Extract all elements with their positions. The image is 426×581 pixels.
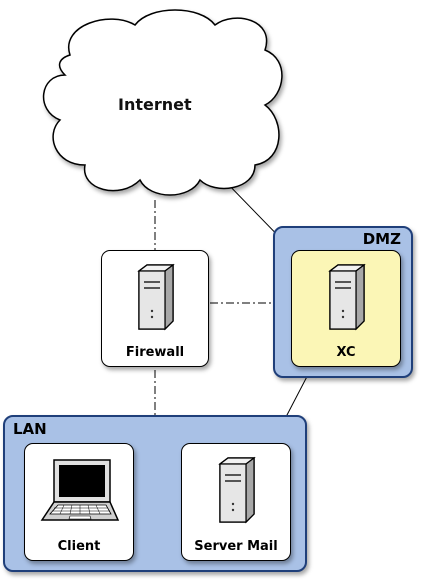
xc-label: XC [336, 345, 356, 360]
xc-node: XC [291, 250, 401, 367]
server-tower-icon [137, 263, 175, 331]
server-tower-icon [328, 263, 366, 331]
dmz-label: DMZ [362, 230, 401, 248]
firewall-node: Firewall [101, 250, 209, 367]
firewall-label: Firewall [125, 345, 185, 360]
cloud-shape [43, 9, 283, 196]
lan-label: LAN [13, 420, 47, 438]
client-label: Client [57, 539, 101, 554]
laptop-icon [40, 459, 120, 521]
internet-label: Internet [118, 95, 192, 114]
server-mail-node: Server Mail [181, 443, 291, 561]
client-node: Client [24, 443, 134, 561]
server-mail-label: Server Mail [194, 539, 278, 554]
server-tower-icon [218, 456, 256, 524]
